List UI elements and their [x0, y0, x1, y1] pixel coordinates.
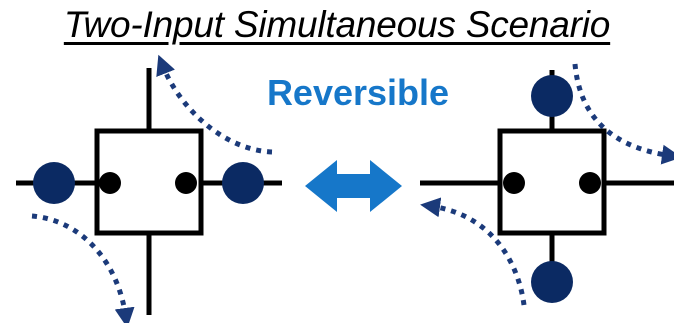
right-node-right-port: [579, 172, 601, 194]
right-incoming-particle-top: [531, 75, 573, 117]
right-node-left-port: [503, 172, 525, 194]
left-outgoing-arrow-bottom: [31, 213, 135, 323]
right-gate-node: [420, 63, 674, 306]
reversible-label: Reversible: [266, 72, 450, 113]
left-incoming-particle-left: [33, 162, 75, 204]
diagram-title: Two-Input Simultaneous Scenario: [63, 4, 611, 45]
left-node-left-port: [99, 172, 121, 194]
right-incoming-particle-bottom: [531, 261, 573, 303]
left-node-right-port: [175, 172, 197, 194]
left-incoming-particle-right: [222, 162, 264, 204]
right-outgoing-arrow-bottom: [420, 197, 527, 306]
double-headed-arrow-icon: [305, 160, 402, 212]
left-gate-node: [16, 54, 282, 323]
